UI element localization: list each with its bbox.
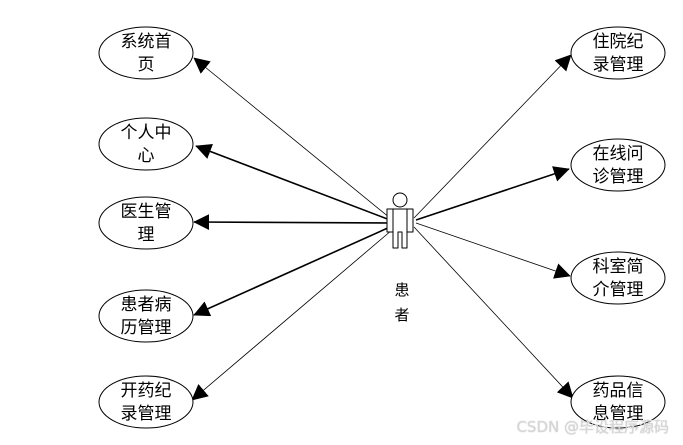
- actor-label-line-1: 患: [394, 281, 409, 299]
- use-case-label-line-2: 录管理: [593, 55, 644, 75]
- use-case-ellipse: [570, 375, 666, 429]
- use-case-label-line-2: 理: [138, 225, 155, 245]
- use-case-label-line-1: 药品信: [593, 381, 644, 401]
- use-case-ellipse: [98, 289, 194, 343]
- use-case-ellipse: [570, 138, 666, 192]
- use-case-label-line-2: 介管理: [593, 280, 644, 300]
- edge-dept: [415, 222, 571, 279]
- use-case-label-line-1: 个人中: [121, 123, 172, 143]
- use-case-label-line-2: 息管理: [593, 404, 644, 424]
- use-case-label-line-2: 诊管理: [593, 167, 644, 187]
- use-case-label-line-1: 在线问: [593, 144, 644, 164]
- use-case-ellipse: [98, 26, 194, 80]
- use-case-label-line-1: 科室简: [593, 257, 644, 277]
- use-case-label-line-1: 住院纪: [593, 32, 644, 52]
- edge-online: [415, 166, 570, 221]
- edge-prescription: [191, 229, 393, 401]
- use-case-label-line-2: 页: [138, 55, 155, 75]
- use-case-label-line-2: 录管理: [121, 404, 172, 424]
- actor-figure: [386, 192, 414, 249]
- actor-head: [392, 192, 408, 208]
- use-case-ellipse: [98, 196, 194, 250]
- association-edges: [191, 54, 574, 401]
- edge-drug: [413, 226, 574, 399]
- use-case-ellipse: [98, 117, 194, 171]
- use-case-label-line-2: 心: [138, 146, 155, 166]
- actor-label-line-2: 者: [394, 306, 409, 324]
- csdn-watermark: CSDN @毕设程序源码: [516, 418, 669, 436]
- use-case-ellipse: [98, 375, 194, 429]
- edge-home: [193, 57, 391, 219]
- use-case-label-line-2: 历管理: [121, 318, 172, 338]
- use-case-label-line-1: 患者病: [121, 295, 172, 315]
- use-case-ellipse: [570, 26, 666, 80]
- use-case-nodes: 系统首页个人中心医生管理患者病历管理开药纪录管理住院纪录管理在线问诊管理科室简介…: [98, 26, 666, 429]
- use-case-ellipse: [570, 251, 666, 305]
- use-case-label-line-1: 开药纪: [121, 381, 172, 401]
- edge-hospital: [413, 54, 572, 219]
- use-case-label-line-1: 系统首: [121, 32, 172, 52]
- actor-body: [386, 208, 414, 249]
- edge-personal: [195, 143, 391, 221]
- use-case-label-line-1: 医生管: [121, 202, 172, 222]
- edge-record: [193, 226, 391, 317]
- edge-doctor: [193, 214, 389, 231]
